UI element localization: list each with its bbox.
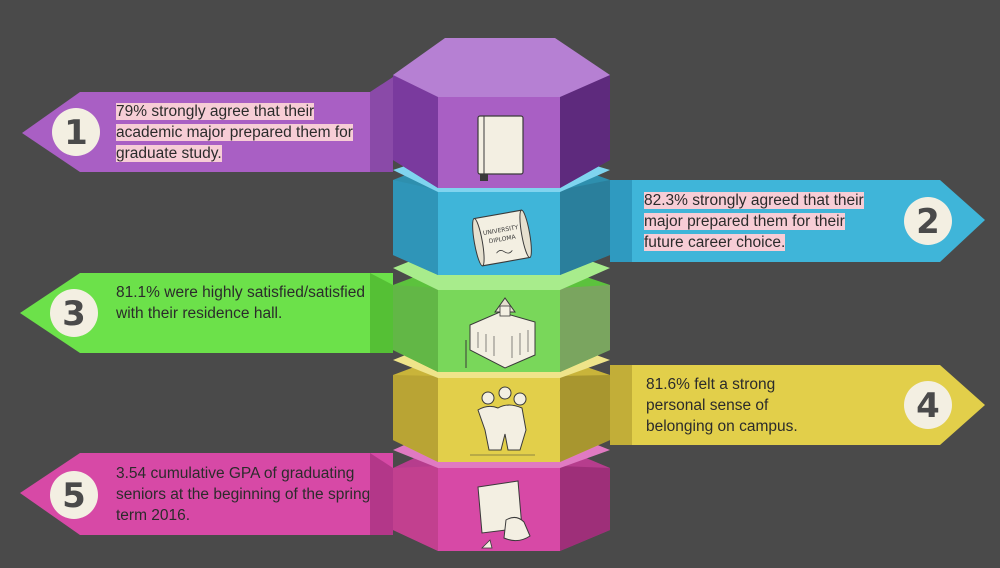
item-4-line-2: personal sense of: [646, 397, 769, 414]
book-icon: [477, 115, 524, 181]
item-2-line-3: future career choice.: [644, 234, 786, 251]
paper-hand-icon: [477, 480, 531, 549]
diploma-label-2: DIPLOMA: [488, 234, 517, 246]
item-5-text: 3.54 cumulative GPA of graduating senior…: [116, 463, 370, 526]
item-1-line-3: graduate study.: [116, 145, 222, 162]
item-4-line-1: 81.6% felt a strong: [646, 376, 776, 393]
arrow-5: [20, 453, 393, 535]
group-hug-icon: [470, 386, 535, 456]
item-5-line-1: 3.54 cumulative GPA of graduating: [116, 465, 355, 482]
item-1-text: 79% strongly agree that their academic m…: [116, 101, 353, 164]
svg-text:2: 2: [916, 202, 940, 242]
svg-text:4: 4: [916, 386, 940, 426]
item-2-line-1: 82.3% strongly agreed that their: [644, 192, 864, 209]
item-3-line-2: with their residence hall.: [116, 305, 283, 322]
item-5-line-2: seniors at the beginning of the spring: [116, 486, 371, 503]
item-1-line-2: academic major prepared them for: [116, 124, 353, 141]
column-segment-2: [393, 155, 610, 275]
item-2-line-2: major prepared them for their: [644, 213, 845, 230]
arrow-4: [610, 365, 985, 445]
svg-text:5: 5: [62, 476, 86, 516]
item-4-text: 81.6% felt a strong personal sense of be…: [646, 374, 798, 437]
number-badge-2: 2: [904, 197, 952, 245]
item-4-line-3: belonging on campus.: [646, 418, 798, 435]
item-2-text: 82.3% strongly agreed that their major p…: [644, 190, 864, 253]
item-1-line-1: 79% strongly agree that their: [116, 103, 315, 120]
arrow-3: [20, 273, 393, 353]
item-3-line-1: 81.1% were highly satisfied/satisfied: [116, 284, 365, 301]
svg-text:1: 1: [64, 113, 88, 153]
number-badge-5: 5: [50, 471, 98, 519]
number-badge-4: 4: [904, 381, 952, 429]
campus-building-icon: [465, 297, 536, 369]
column-segment-5: [393, 430, 610, 551]
number-badge-3: 3: [50, 289, 98, 337]
svg-text:3: 3: [62, 294, 86, 334]
item-3-text: 81.1% were highly satisfied/satisfied wi…: [116, 282, 365, 324]
number-badge-1: 1: [52, 108, 100, 156]
diploma-icon: UNIVERSITY DIPLOMA: [472, 209, 532, 267]
item-5-line-3: term 2016.: [116, 507, 191, 524]
